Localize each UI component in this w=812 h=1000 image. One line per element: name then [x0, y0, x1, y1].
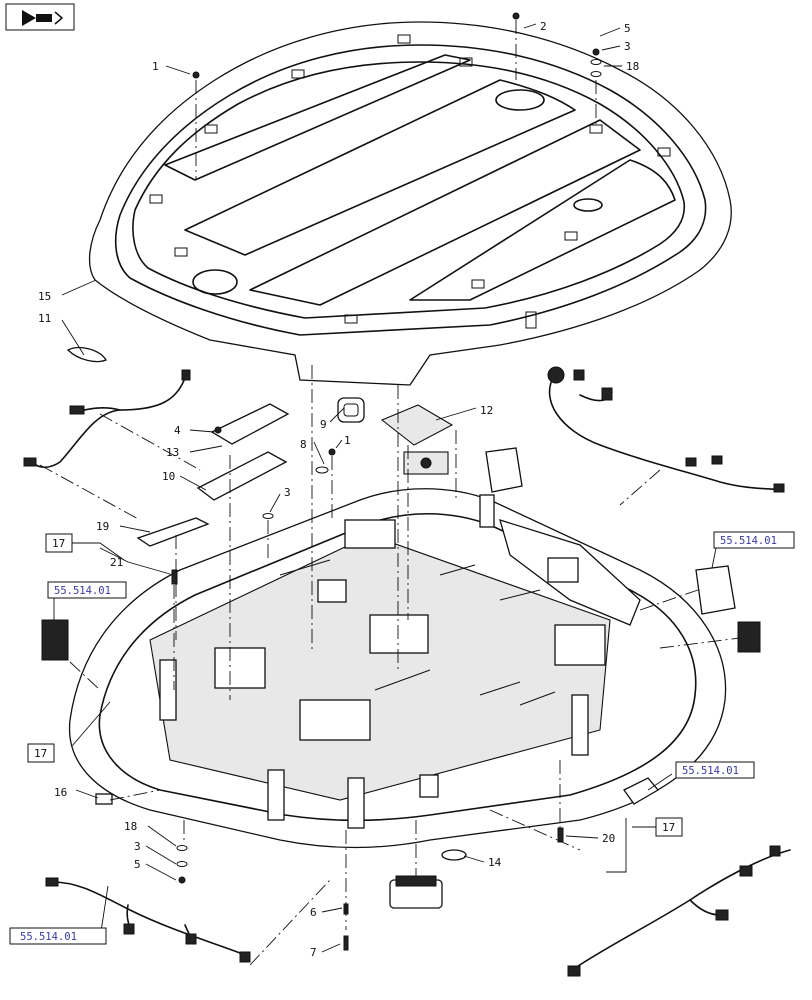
reference-link-lower-right[interactable]: 55.514.01	[682, 765, 739, 777]
bracket-lamp	[623, 777, 659, 805]
callout-3: 3	[624, 40, 631, 53]
screw	[192, 71, 200, 79]
disc	[441, 849, 467, 861]
callout-labels: 1 2 5 3 18 15 11 12 9 1 8 4 13 10 3 19 2…	[38, 20, 639, 959]
reference-link-right[interactable]: 55.514.01	[720, 535, 777, 547]
callout-16: 16	[54, 786, 67, 799]
pad	[380, 404, 454, 446]
boxed-callout-17a: 17	[52, 537, 65, 550]
reference-link-left[interactable]: 55.514.01	[54, 585, 111, 597]
callout-2: 2	[540, 20, 547, 33]
callout-15: 15	[38, 290, 51, 303]
callout-19: 19	[96, 520, 109, 533]
callout-12: 12	[480, 404, 493, 417]
bracket-lower	[196, 451, 288, 501]
boxed-callouts: 17 17 17	[27, 533, 683, 837]
callout-20: 20	[602, 832, 615, 845]
boxed-callout-17b: 17	[34, 747, 47, 760]
callout-14: 14	[488, 856, 502, 869]
callout-1b: 1	[344, 434, 351, 447]
callout-8: 8	[300, 438, 307, 451]
roof-panel	[88, 21, 732, 386]
callout-13: 13	[166, 446, 179, 459]
leader-lines	[53, 23, 717, 953]
label-strip	[136, 517, 210, 547]
callout-4: 4	[174, 424, 181, 437]
callout-11: 11	[38, 312, 51, 325]
wire-harnesses	[23, 366, 791, 977]
reference-boxes: 55.514.01 55.514.01 55.514.01 55.514.01	[9, 531, 795, 945]
seal-strip	[66, 346, 107, 363]
callout-7: 7	[310, 946, 317, 959]
callout-1: 1	[152, 60, 159, 73]
boxed-callout-17c: 17	[662, 821, 675, 834]
harness-right-lower	[574, 849, 791, 969]
harness-left-upper	[31, 374, 187, 469]
callout-21: 21	[110, 556, 123, 569]
callout-18b: 18	[124, 820, 137, 833]
callout-6: 6	[310, 906, 317, 919]
page-arrow-icon[interactable]	[5, 3, 75, 31]
dome-light-left	[41, 619, 69, 661]
centerlines	[39, 20, 741, 966]
callout-3c: 3	[134, 840, 141, 853]
callout-5b: 5	[134, 858, 141, 871]
dome-light-right	[695, 565, 736, 615]
callout-10: 10	[162, 470, 175, 483]
harness-right-upper	[548, 375, 781, 491]
bracket-upper	[210, 403, 290, 445]
callout-5: 5	[624, 22, 631, 35]
callout-18: 18	[626, 60, 639, 73]
switch-right	[737, 621, 761, 653]
reference-link-lower-left[interactable]: 55.514.01	[20, 931, 77, 943]
harness-left-lower	[51, 881, 246, 956]
callout-3b: 3	[284, 486, 291, 499]
parts	[41, 12, 761, 951]
clip	[95, 793, 113, 805]
callout-9: 9	[320, 418, 327, 431]
cup-holder	[485, 447, 523, 493]
washer	[176, 845, 188, 851]
grommet	[337, 397, 365, 423]
